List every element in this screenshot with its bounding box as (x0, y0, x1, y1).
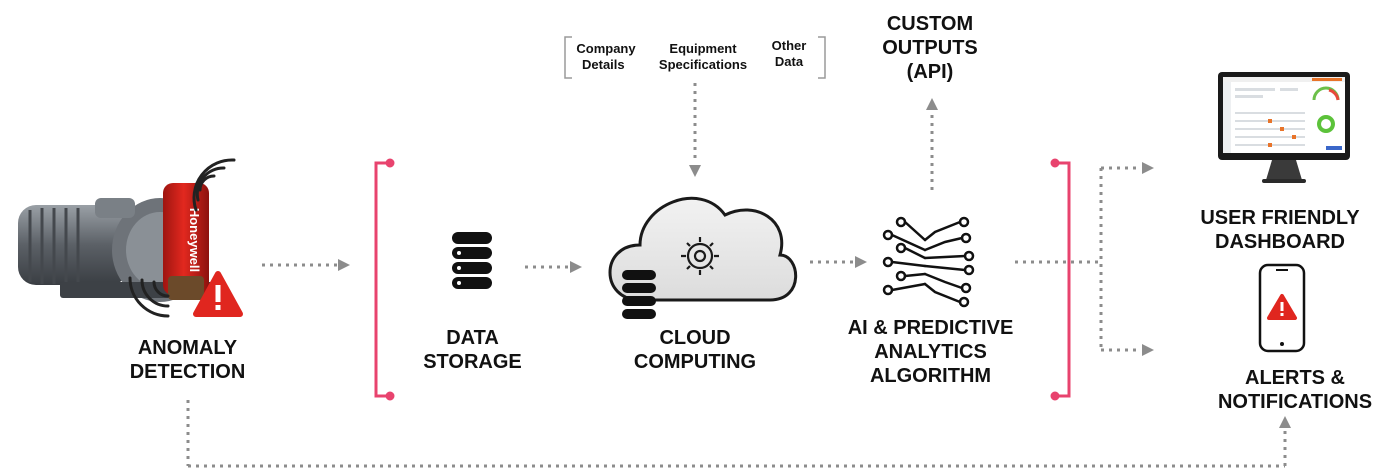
input-data-bracket (564, 36, 826, 79)
flow-arrows (186, 83, 1287, 468)
phone-alert-image (1258, 263, 1306, 353)
wireless-signal-icon (128, 158, 236, 318)
pump-with-sensor-image: Honeywell (18, 158, 243, 318)
warning-icon (193, 271, 243, 317)
cloud-database-icon (622, 270, 656, 319)
sensor-brand-label: Honeywell (187, 208, 202, 272)
left-bracket (374, 158, 395, 401)
cloud-icon (608, 196, 798, 319)
database-icon (452, 232, 492, 289)
gear-icon (681, 237, 719, 275)
arrow-heads (338, 98, 1291, 428)
ai-brain-circuit-icon (882, 216, 975, 308)
right-bracket (1050, 158, 1071, 401)
phone-warning-icon (1267, 294, 1297, 320)
alerts-notifications-label: ALERTS &NOTIFICATIONS (1217, 367, 1373, 413)
dashboard-monitor-image (1218, 72, 1350, 183)
